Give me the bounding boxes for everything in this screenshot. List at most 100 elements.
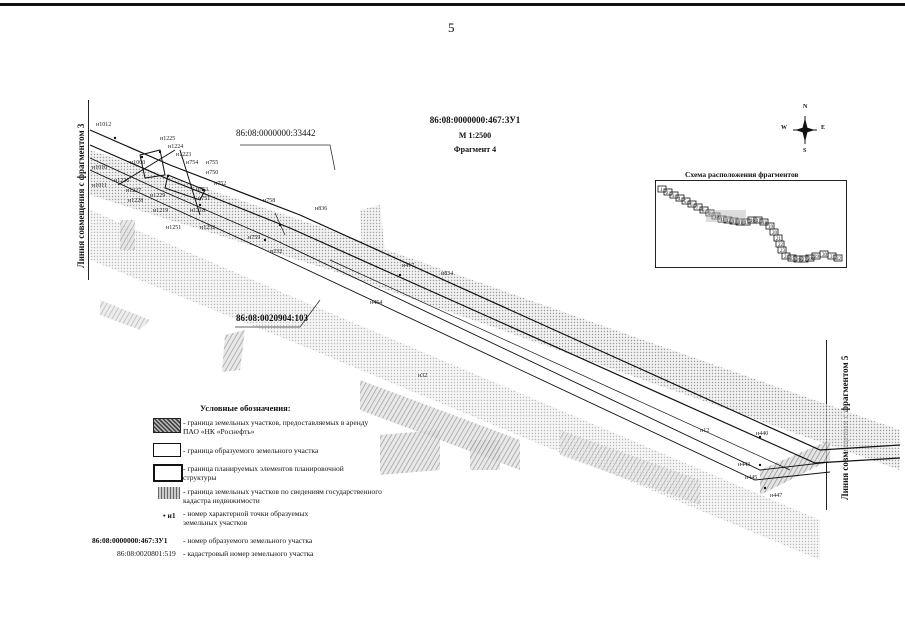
top-border-line — [0, 3, 905, 6]
cadastral-label-middle: 86:08:0020904:103 — [236, 313, 308, 323]
point-label: н447 — [770, 493, 783, 499]
point-label: н754 — [186, 160, 199, 166]
scheme-fragment-number: 7 — [696, 206, 699, 211]
point-label: н758 — [263, 198, 276, 204]
point-label: н1010 — [92, 165, 108, 171]
point-label: н440 — [756, 431, 769, 437]
legend-item-planning: - граница планируемых элементов планиров… — [183, 464, 344, 482]
left-junction-line — [88, 100, 89, 280]
cadastral-label-top: 86:08:0000000:33442 — [236, 128, 316, 138]
compass-w: W — [781, 125, 787, 131]
scheme-fragment-number: 16 — [750, 219, 756, 224]
scheme-fragment-number: 22 — [778, 243, 784, 248]
parcel-cluster — [117, 149, 206, 216]
page-number: 5 — [448, 20, 455, 35]
scheme-fragment-number: 31 — [830, 255, 836, 260]
compass-n: N — [803, 104, 808, 110]
compass-e: E — [821, 125, 826, 131]
map-header: 86:08:0000000:467:ЗУ1 М 1:2500 Фрагмент … — [410, 115, 540, 154]
point-label: н1000 — [130, 160, 146, 166]
point-label: н1224 — [168, 144, 184, 150]
scheme-current-fragment — [706, 210, 746, 222]
point-label: н1229 — [150, 193, 166, 199]
scheme-fragment-number: 8 — [702, 209, 705, 214]
scheme-fragment-number: 2 — [666, 191, 669, 196]
legend-swatch-lease — [153, 418, 181, 433]
legend-point-symbol: • н1 — [163, 511, 176, 520]
scheme-fragment-number: 27 — [802, 258, 808, 263]
legend-item-lease: - граница земельных участков, предоставл… — [183, 418, 369, 436]
point-label: н232 — [270, 249, 283, 255]
scheme-fragment-number: 23 — [780, 249, 786, 254]
legend-swatch-planning — [153, 464, 183, 482]
legend-item-point: - номер характерной точки образуемых зем… — [183, 509, 309, 527]
legend-sample-cadastral: 86:08:0020801:519 — [117, 549, 176, 558]
point-label: н1218 — [190, 208, 206, 214]
scheme-fragment-number: 6 — [690, 203, 693, 208]
scheme-fragment-number: 32 — [836, 257, 842, 262]
point-label: н443 — [738, 462, 751, 468]
map-scale: М 1:2500 — [458, 131, 492, 140]
plot-id: 86:08:0000000:467:ЗУ1 — [429, 115, 521, 125]
point-label: н1227 — [126, 188, 142, 194]
scheme-fragment-number: 21 — [776, 237, 782, 242]
point-label: н1225 — [160, 136, 176, 142]
point-label: н834 — [441, 271, 454, 277]
point-label: н12 — [700, 428, 710, 434]
scheme-fragment-number: 4 — [678, 197, 681, 202]
legend-sample-plot: 86:08:0000000:467:ЗУ1 — [92, 536, 168, 545]
point-label: н1226 — [114, 178, 130, 184]
point-label: н1219 — [153, 208, 169, 214]
legend-item-gkn: - граница земельных участков по сведения… — [183, 487, 382, 505]
scheme-fragment-number: 15 — [744, 221, 750, 226]
scheme-fragment-number: 14 — [738, 221, 744, 226]
point-label: н759 — [248, 235, 261, 241]
point-label: н752 — [214, 181, 227, 187]
scheme-title: Схема расположения фрагментов — [685, 170, 799, 179]
scheme-fragment-number: 17 — [756, 219, 762, 224]
scheme-fragment-number: 30 — [822, 253, 828, 258]
point-label: н1228 — [128, 198, 144, 204]
scheme-fragment-number: 5 — [684, 200, 687, 205]
scheme-fragment-number: 10 — [714, 215, 720, 220]
scheme-fragment-number: 13 — [732, 220, 738, 225]
scheme-fragment-number: 24 — [784, 255, 790, 260]
gkn-parcels-shading — [90, 150, 900, 560]
scheme-fragment-number: 28 — [808, 257, 814, 262]
scheme-fragment-number: 20 — [772, 231, 778, 236]
point-label: н417 — [402, 263, 415, 269]
point-label: н1011 — [92, 183, 107, 189]
point-label: н1223 — [176, 152, 192, 158]
point-label: н753 — [196, 187, 209, 193]
point-label: н1252 — [200, 225, 216, 231]
scheme-fragment-number: 11 — [720, 218, 725, 223]
legend-swatch-new-plot — [153, 443, 181, 457]
point-label: н32 — [418, 373, 428, 379]
scheme-fragment-number: 26 — [796, 258, 802, 263]
compass-s: S — [803, 148, 807, 154]
fragment-title: Фрагмент 4 — [453, 145, 497, 154]
point-markers — [113, 136, 767, 490]
compass-rose-icon — [793, 116, 817, 144]
scheme-fragment-number: 9 — [708, 212, 711, 217]
scheme-fragment-number: 29 — [814, 255, 820, 260]
point-label: н751 — [198, 196, 211, 202]
legend-item-new-plot: - граница образуемого земельного участка — [183, 446, 319, 455]
legend-point-code: н1 — [167, 511, 176, 520]
legend-title: Условные обозначения: — [200, 403, 291, 413]
point-label: н755 — [206, 160, 219, 166]
legend-swatch-gkn — [158, 487, 180, 499]
scheme-fragment-number: 1 — [660, 188, 663, 193]
scheme-fragment-number: 25 — [790, 257, 796, 262]
point-label: н445 — [745, 475, 758, 481]
scheme-fragment-number: 3 — [672, 194, 675, 199]
point-label: н750 — [206, 170, 219, 176]
point-label: н836 — [315, 206, 328, 212]
point-label: н454 — [370, 300, 383, 306]
legend-item-plot-number: - номер образуемого земельного участка — [183, 536, 313, 545]
scheme-fragment-number: 19 — [768, 225, 774, 230]
point-label: н1251 — [166, 225, 182, 231]
